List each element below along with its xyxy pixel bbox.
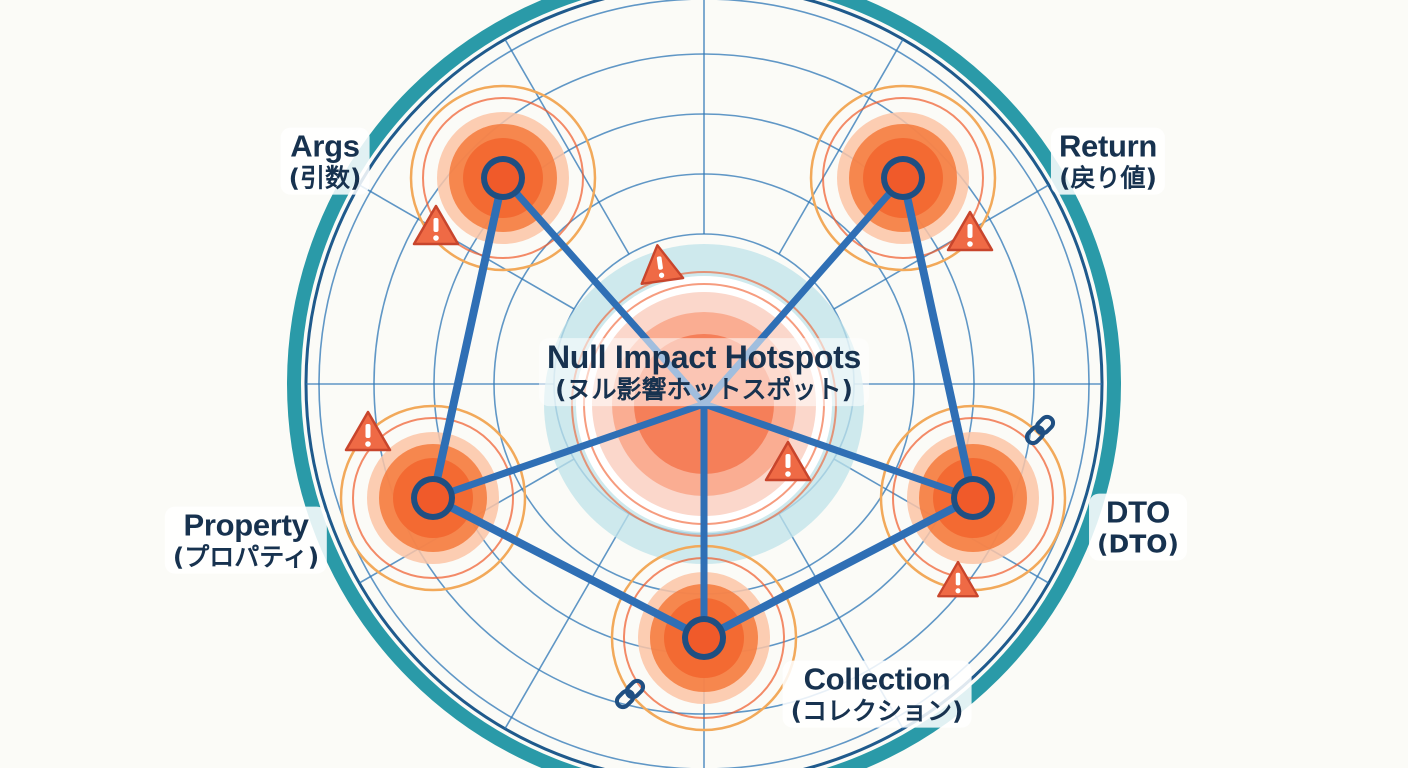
center-title: Null Impact Hotspots (ヌル影響ホットスポット) — [538, 338, 870, 406]
connector-dto-return — [899, 174, 977, 502]
node-label-return: Return (戻り値) — [1050, 127, 1166, 195]
warning-dot — [658, 272, 665, 278]
grid-spoke — [504, 38, 630, 255]
icons — [344, 204, 1056, 710]
node-label-return-en: Return — [1058, 128, 1158, 164]
hotspot-ring-property — [339, 404, 527, 592]
chain-link-part — [614, 688, 636, 710]
node-dot-collection — [688, 622, 720, 654]
node-label-property-en: Property — [183, 507, 309, 543]
node-dot-property — [417, 482, 449, 514]
warning-dot — [433, 235, 439, 241]
warning-mark — [967, 224, 973, 238]
connector-property-collection — [429, 494, 708, 642]
warning-mark — [365, 424, 371, 438]
connector-dto-center — [700, 400, 977, 502]
node-label-args-jp: (引数) — [288, 163, 362, 193]
connector-property-center — [429, 400, 708, 502]
hotspot-ring-dto — [892, 417, 1054, 579]
hotspot-ring-return — [809, 84, 997, 272]
node-label-args: Args (引数) — [280, 127, 370, 195]
warning-dot — [785, 471, 791, 477]
warning-triangle-icon — [640, 243, 685, 286]
warning-triangle-icon — [764, 440, 812, 482]
node-label-collection-jp: (コレクション) — [790, 696, 964, 726]
node-dots — [411, 156, 995, 660]
grid-spoke — [504, 513, 630, 730]
hotspot-ring-return — [822, 97, 984, 259]
connector-args-property — [429, 174, 507, 502]
node-dot-return — [887, 162, 919, 194]
node-label-property: Property (プロパティ) — [164, 506, 328, 574]
chain-link-icon — [1024, 414, 1056, 446]
grid-spoke — [833, 184, 1050, 310]
warning-triangle-icon — [412, 204, 460, 246]
radar-grid — [287, 0, 1121, 768]
chain-link-part — [1034, 414, 1056, 436]
node-label-property-jp: (プロパティ) — [172, 542, 320, 572]
hotspot-ring-property — [352, 417, 514, 579]
node-label-dto-en: DTO — [1106, 494, 1170, 530]
node-dot-dto — [957, 482, 989, 514]
chain-link-icon — [614, 678, 646, 710]
center-title-jp: (ヌル影響ホットスポット) — [555, 374, 853, 404]
node-dot-args — [487, 162, 519, 194]
node-label-args-en: Args — [290, 128, 360, 164]
warning-mark — [955, 572, 961, 586]
warning-dot — [365, 441, 371, 447]
grid-spoke — [778, 38, 904, 255]
node-label-collection: Collection (コレクション) — [782, 660, 972, 728]
outer-ring — [287, 0, 1121, 768]
connector-collection-dto — [700, 494, 977, 642]
grid-spoke — [358, 184, 575, 310]
warning-mark — [785, 454, 791, 468]
warning-triangle-icon — [946, 210, 994, 252]
warning-dot — [955, 588, 961, 594]
chain-link-part — [624, 678, 646, 700]
warning-mark — [656, 256, 663, 270]
node-label-return-jp: (戻り値) — [1059, 163, 1157, 193]
center-title-en: Null Impact Hotspots — [546, 339, 862, 376]
node-label-dto-jp: (DTO) — [1097, 529, 1179, 559]
warning-dot — [967, 241, 973, 247]
warning-triangle-icon — [344, 410, 392, 452]
node-label-dto: DTO (DTO) — [1089, 493, 1187, 561]
chain-link-part — [1024, 424, 1046, 446]
hotspot-ring-args — [409, 84, 597, 272]
hotspot-ring-args — [422, 97, 584, 259]
node-label-collection-en: Collection — [803, 661, 951, 697]
warning-mark — [433, 218, 439, 232]
warning-triangle-icon — [937, 560, 979, 598]
